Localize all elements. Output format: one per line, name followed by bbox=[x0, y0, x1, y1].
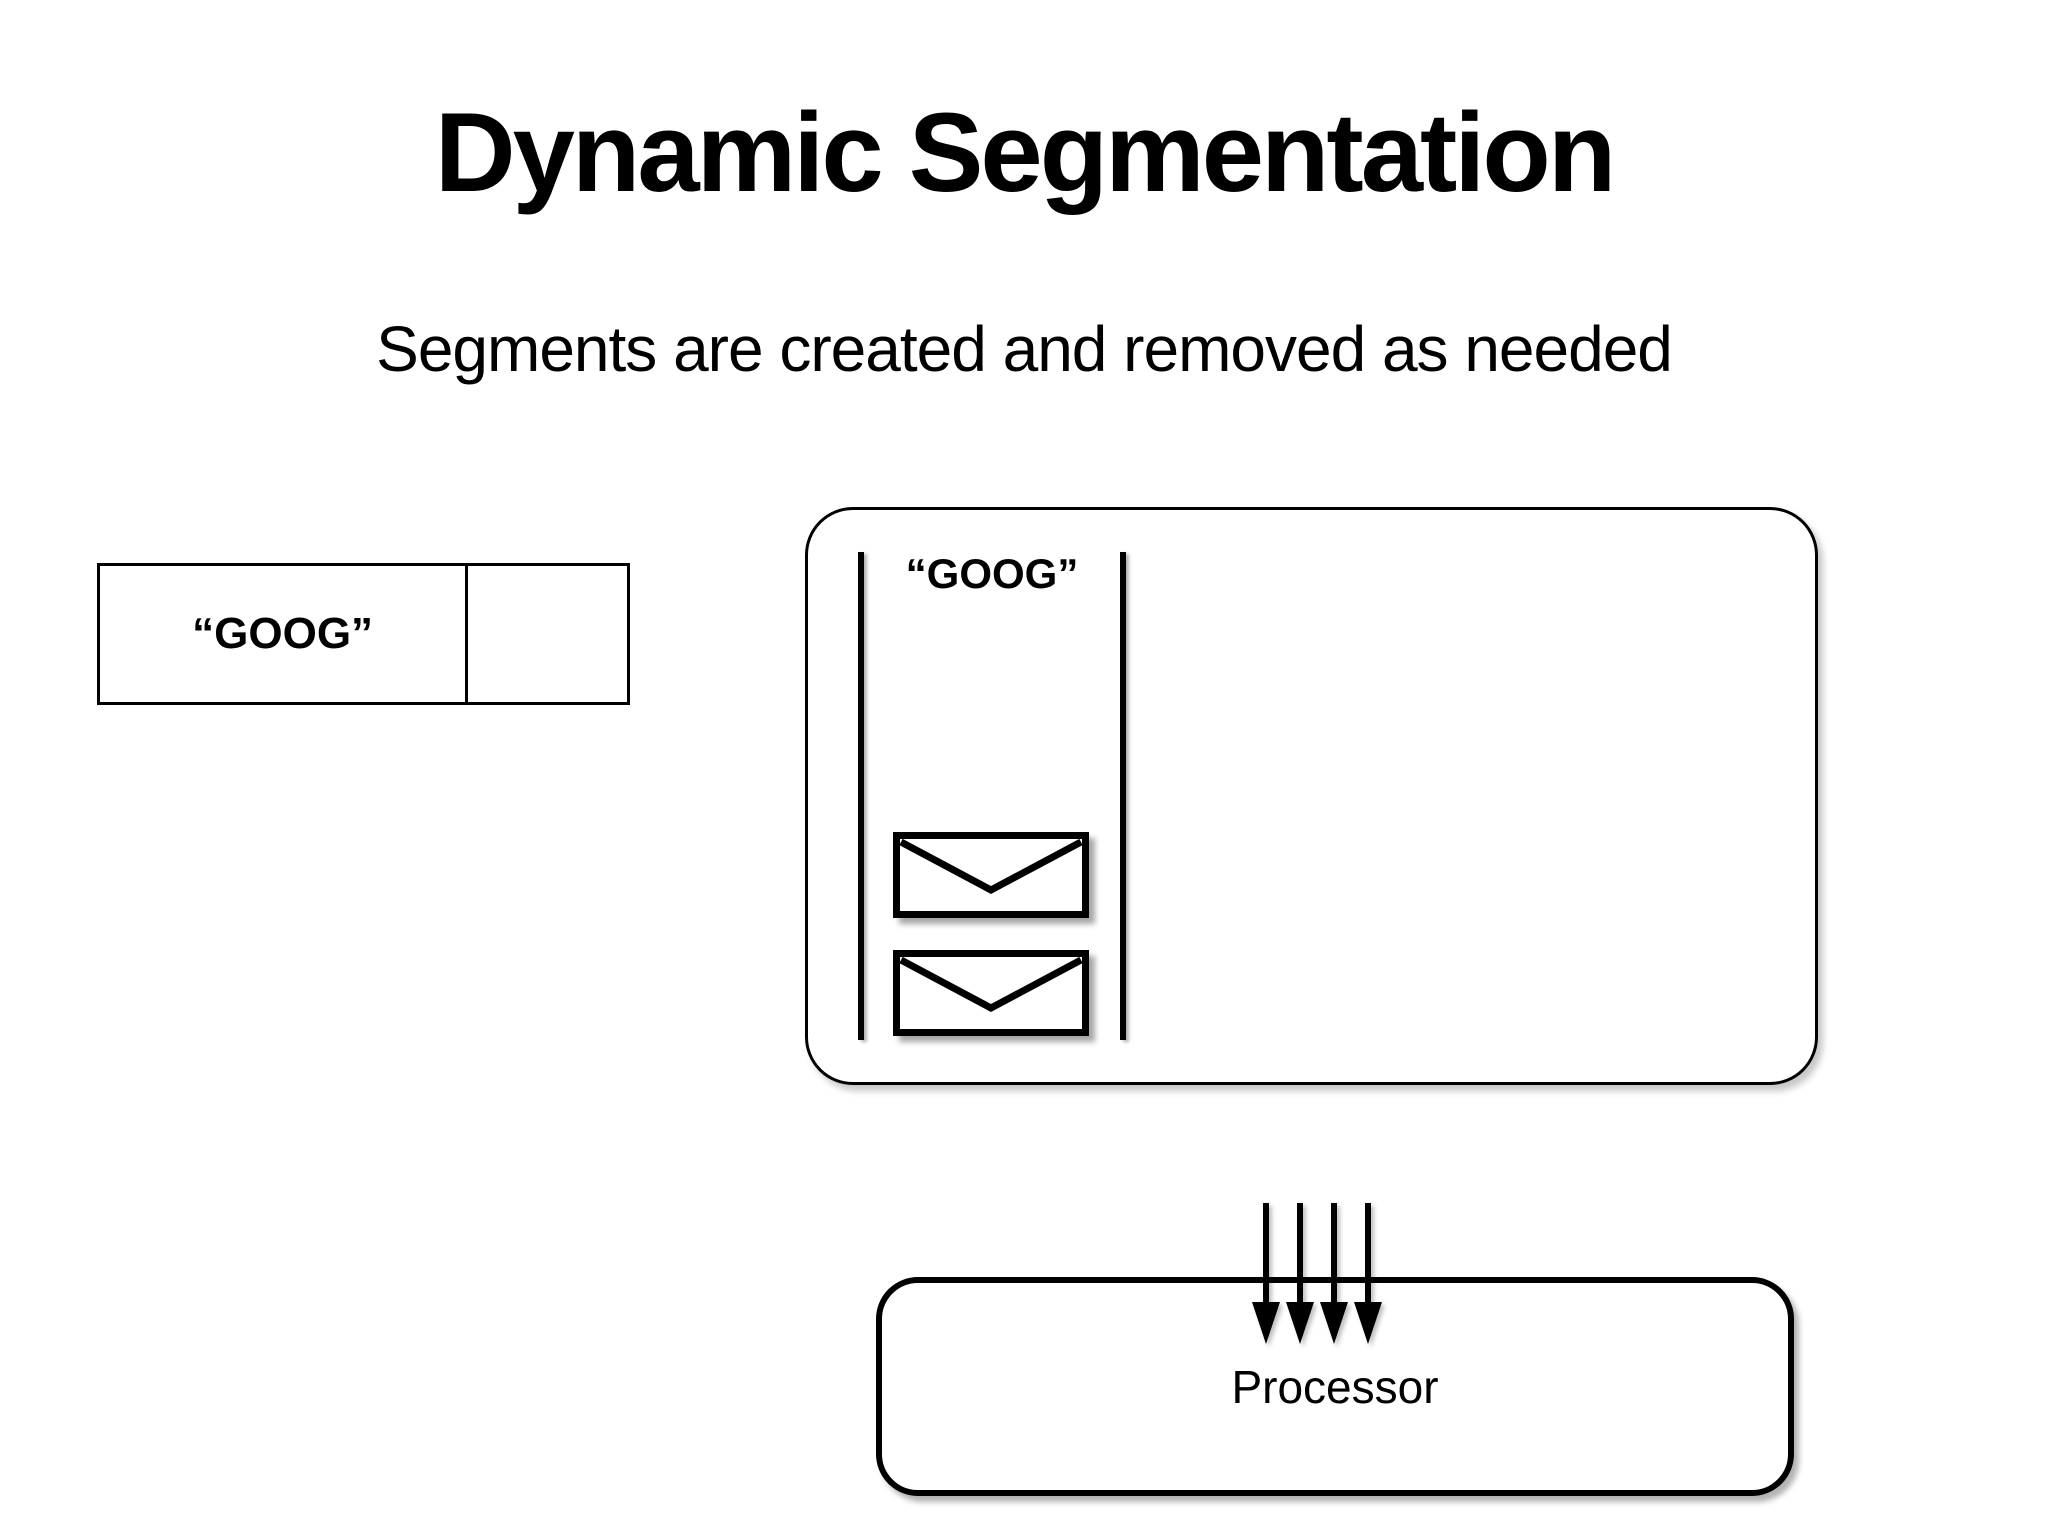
processor-label: Processor bbox=[1231, 1360, 1439, 1413]
down-arrow-icon bbox=[1252, 1203, 1280, 1344]
segment-record: “GOOG” bbox=[97, 563, 630, 705]
envelope-icon bbox=[893, 950, 1089, 1036]
queue-boundary-line-right bbox=[1120, 552, 1126, 1040]
segment-record-label-cell: “GOOG” bbox=[100, 566, 469, 702]
slide-subtitle: Segments are created and removed as need… bbox=[376, 313, 1673, 385]
down-arrow-icon bbox=[1286, 1203, 1314, 1344]
segment-record-empty-cell bbox=[468, 566, 627, 702]
segment-panel-label: “GOOG” bbox=[905, 550, 1079, 597]
segment-panel: “GOOG” bbox=[805, 507, 1818, 1085]
slide-title: Dynamic Segmentation bbox=[434, 90, 1617, 215]
segment-record-label: “GOOG” bbox=[192, 609, 374, 658]
down-arrow-icon bbox=[1354, 1203, 1382, 1344]
envelope-icon bbox=[893, 832, 1089, 918]
down-arrow-icon bbox=[1320, 1203, 1348, 1344]
down-arrows bbox=[1252, 1203, 1382, 1344]
queue-boundary-line-left bbox=[858, 552, 864, 1040]
